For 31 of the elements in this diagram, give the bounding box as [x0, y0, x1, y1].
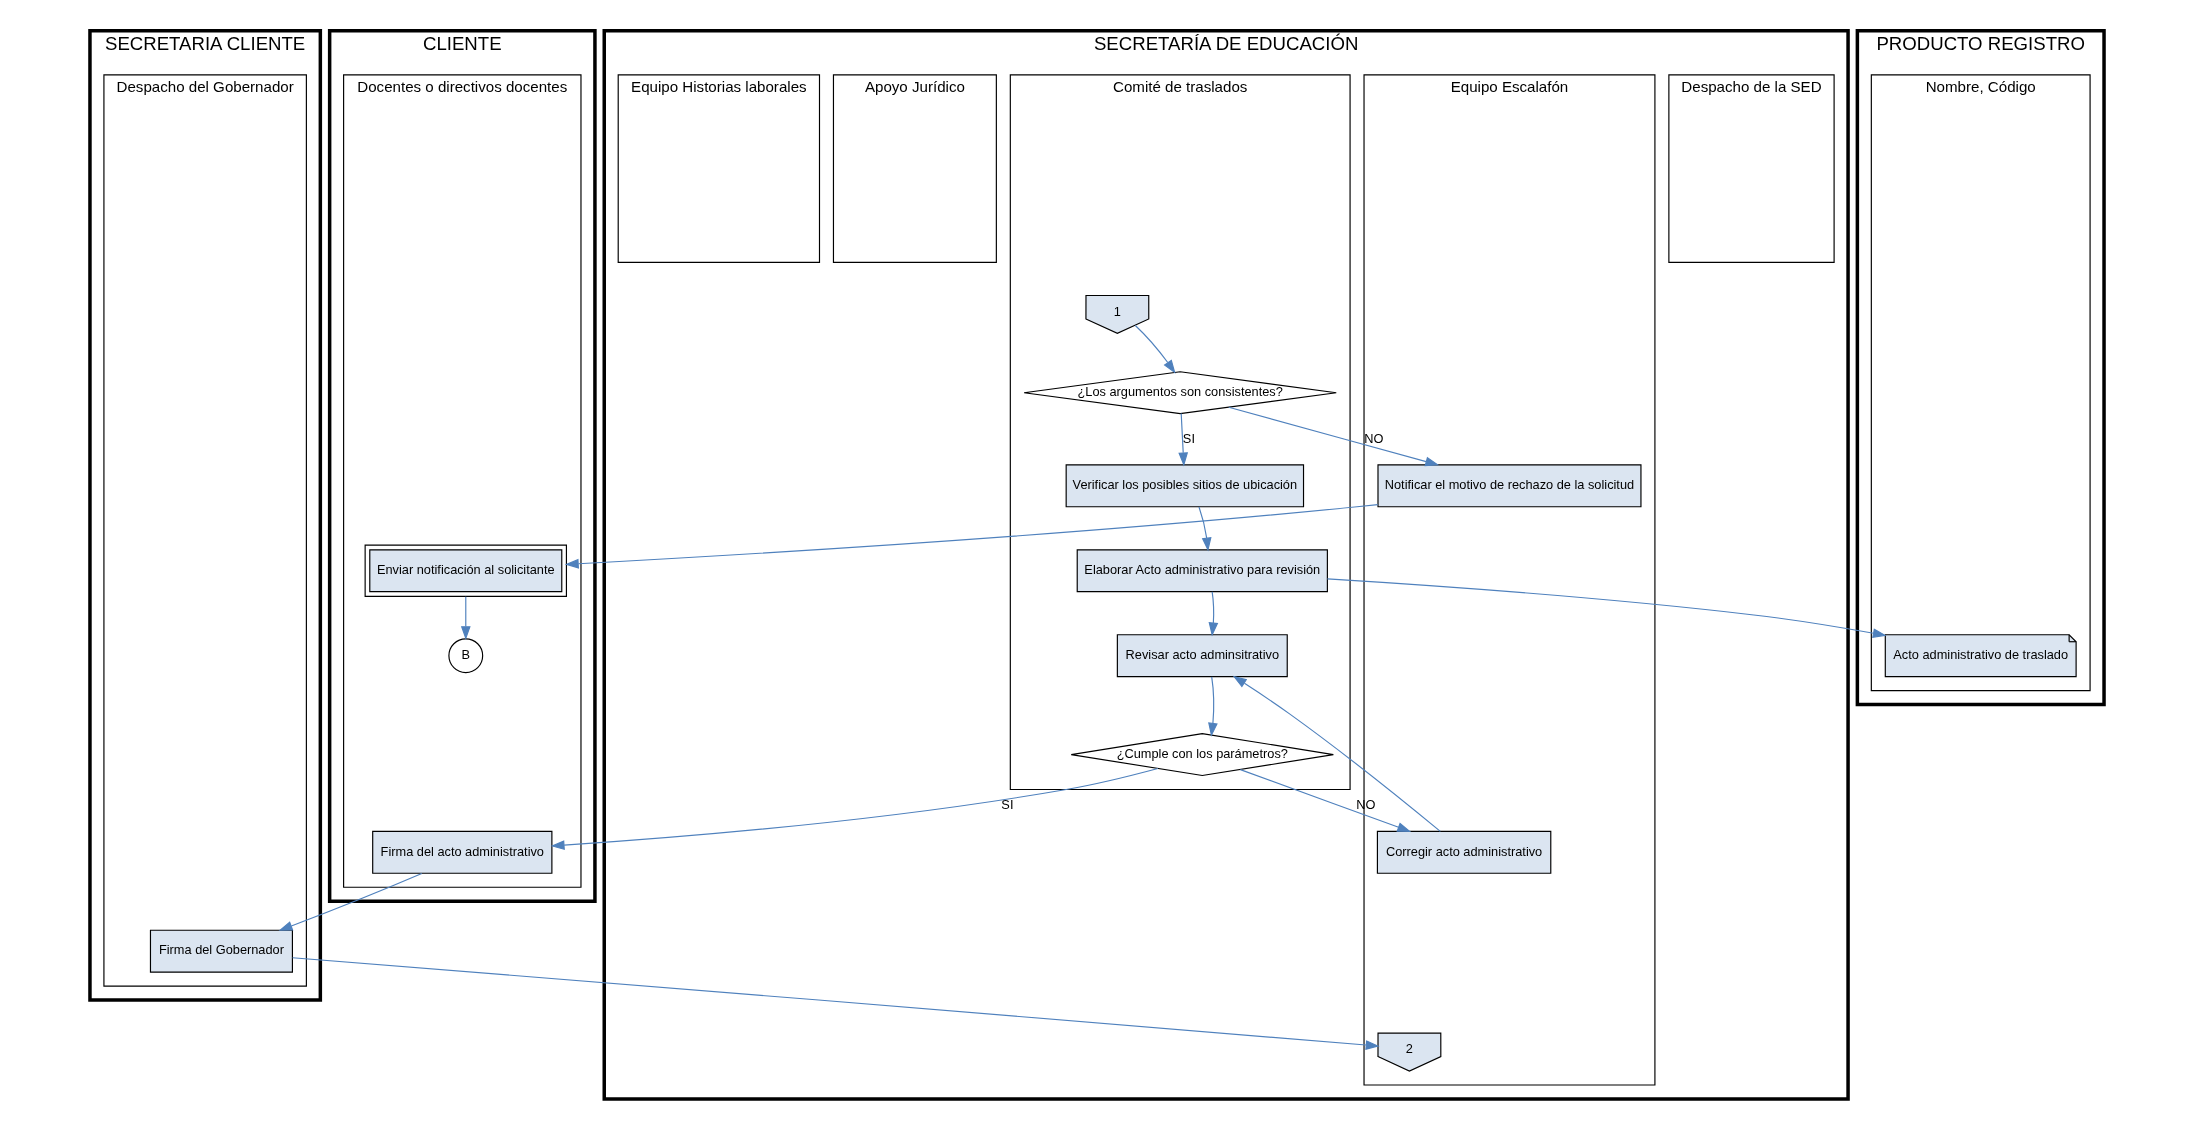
- arrow: [1239, 769, 1412, 832]
- node-box: Apoyo Jurídico: [832, 74, 997, 263]
- edge-label: SI: [1001, 797, 1014, 813]
- arrow: [1198, 506, 1212, 552]
- node-box: Notificar el motivo de rechazo de la solicitud: [1377, 464, 1642, 508]
- arrow: [460, 596, 471, 641]
- arrow: [1178, 413, 1189, 467]
- node-box: Enviar notificación al solicitante: [364, 544, 567, 597]
- arrow: [278, 872, 423, 931]
- arrow: [292, 957, 1380, 1050]
- arrow: [1134, 324, 1176, 374]
- arrow: [1208, 591, 1219, 637]
- node-box: Equipo Historias laborales: [617, 74, 821, 263]
- arrow: [1208, 676, 1218, 737]
- node-box: Firma del Gobernador: [149, 929, 293, 973]
- node-box: Revisar acto adminsitrativo: [1116, 634, 1288, 678]
- edge-label: NO: [1364, 430, 1384, 446]
- node-circle: B: [448, 638, 484, 674]
- arrow: [1228, 406, 1440, 467]
- arrow: [1232, 675, 1441, 832]
- node-box: Elaborar Acto administrativo para revisión: [1076, 549, 1328, 593]
- node-diamond: ¿Cumple con los parámetros?: [1070, 733, 1334, 777]
- node-diamond: ¿Los argumentos son consistentes?: [1023, 371, 1337, 415]
- node-box: Verificar los posibles sitios de ubicación: [1065, 464, 1305, 508]
- node-box: Corregir acto administrativo: [1376, 830, 1552, 874]
- arrow: [1326, 578, 1887, 638]
- arrow: [564, 504, 1379, 569]
- node-box: Firma del acto administrativo: [372, 830, 553, 874]
- node-box: Despacho de la SED: [1668, 74, 1835, 263]
- arrow: [550, 767, 1159, 850]
- edge-label: SI: [1182, 430, 1195, 446]
